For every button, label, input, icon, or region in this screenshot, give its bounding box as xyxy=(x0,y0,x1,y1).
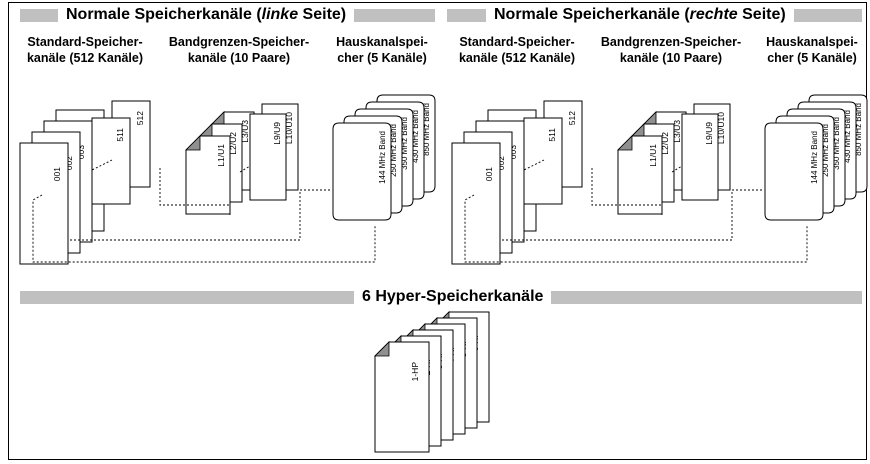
left-home-label: Hauskanalspei- cher (5 Kanäle) xyxy=(331,34,433,66)
left-band-edge-label: Bandgrenzen-Speicher- kanäle (10 Paare) xyxy=(164,34,314,66)
right-band-edge-near-card-label: L2/U2 xyxy=(660,132,670,155)
right-standard-near-card-label: 002 xyxy=(496,156,506,170)
right-band-edge-label-line2: kanäle (10 Paare) xyxy=(619,51,723,65)
right-home-label-line1: Hauskanalspei- xyxy=(766,35,858,49)
hyper-card: 1-HP xyxy=(374,341,430,453)
right-title-prefix: Normale Speicherkanäle ( xyxy=(494,6,690,23)
hyper-stack: 6-HP5-HP4-HP3-HP2-HP1-HP xyxy=(374,311,490,453)
left-standard-far-card-label: 512 xyxy=(135,111,145,125)
right-band-edge-far-card-label: L10/U10 xyxy=(716,112,726,144)
right-title-suffix: Seite) xyxy=(737,6,786,23)
left-standard-near-stack: 004003002001 xyxy=(19,109,105,265)
right-standard-far-card-label: 512 xyxy=(567,111,577,125)
right-home-card: 144 MHz Band xyxy=(764,122,824,221)
left-band-edge-gap-line xyxy=(239,165,251,173)
left-home-label-line2: cher (5 Kanäle) xyxy=(337,51,427,65)
right-band-edge-near-card: L1/U1 xyxy=(617,135,663,215)
right-band-connector xyxy=(502,189,764,241)
right-band-edge-label-line1: Bandgrenzen-Speicher- xyxy=(600,35,742,49)
right-standard-near-card-label: 001 xyxy=(484,167,494,181)
right-home-card-label: 850 MHz Band xyxy=(854,103,863,156)
left-title-prefix: Normale Speicherkanäle ( xyxy=(66,6,262,23)
right-title-emphasis: rechte xyxy=(689,6,738,23)
left-title-suffix: Seite) xyxy=(298,6,347,23)
left-band-connector xyxy=(70,189,332,241)
right-standard-label-line2: kanäle (512 Kanäle) xyxy=(458,51,576,65)
hyper-card-label: 1-HP xyxy=(410,362,420,382)
left-standard-label-line1: Standard-Speicher- xyxy=(27,35,143,49)
right-band-edge-near-card-label: L1/U1 xyxy=(648,144,658,167)
right-home-label-line2: cher (5 Kanäle) xyxy=(767,51,857,65)
hyper-section-title: 6 Hyper-Speicherkanäle xyxy=(354,289,552,305)
left-standard-near-card-label: 001 xyxy=(52,167,62,181)
left-stack-connector xyxy=(32,194,376,263)
right-far-connector xyxy=(591,168,663,215)
left-standard-label-line2: kanäle (512 Kanäle) xyxy=(26,51,144,65)
left-band-edge-near-card-label: L3/U3 xyxy=(240,120,250,143)
right-band-edge-near-card-label: L3/U3 xyxy=(672,120,682,143)
left-band-edge-near-card: L1/U1 xyxy=(185,135,231,215)
left-far-connector xyxy=(159,168,231,215)
left-standard-label: Standard-Speicher- kanäle (512 Kanäle) xyxy=(20,34,150,66)
right-section-title: Normale Speicherkanäle (rechte Seite) xyxy=(486,7,794,23)
left-standard-near-card: 001 xyxy=(19,142,69,265)
left-home-card-label: 850 MHz Band xyxy=(422,103,431,156)
right-stack-connector xyxy=(464,194,808,263)
right-standard-near-card-label: 003 xyxy=(508,145,518,159)
right-standard-near-card: 001 xyxy=(451,142,501,265)
left-home-card: 144 MHz Band xyxy=(332,122,392,221)
right-band-edge-gap-line xyxy=(671,165,683,173)
left-home-label-line1: Hauskanalspei- xyxy=(336,35,428,49)
left-band-edge-label-line2: kanäle (10 Paare) xyxy=(187,51,291,65)
left-band-edge-far-card-label: L9/U9 xyxy=(272,122,282,145)
right-standard-label-line1: Standard-Speicher- xyxy=(459,35,575,49)
left-section-title: Normale Speicherkanäle (linke Seite) xyxy=(58,6,355,23)
right-standard-near-stack: 004003002001 xyxy=(451,109,537,265)
left-home-card-label: 350 MHz Band xyxy=(400,117,409,170)
left-band-edge-near-card-label: L2/U2 xyxy=(228,132,238,155)
left-standard-far-card-label: 511 xyxy=(115,128,125,142)
right-home-card-label: 430 MHz Band xyxy=(843,110,852,163)
left-home-card-label: 430 MHz Band xyxy=(411,110,420,163)
right-band-edge-far-card: L9/U9 xyxy=(681,113,719,201)
left-band-edge-far-card: L9/U9 xyxy=(249,113,287,201)
right-band-edge-label: Bandgrenzen-Speicher- kanäle (10 Paare) xyxy=(596,34,746,66)
right-standard-far-card-label: 511 xyxy=(547,128,557,142)
left-home-card-label: 144 MHz Band xyxy=(378,131,387,184)
left-standard-near-card-label: 002 xyxy=(64,156,74,170)
left-band-edge-near-card-label: L1/U1 xyxy=(216,144,226,167)
right-home-card-label: 144 MHz Band xyxy=(810,131,819,184)
left-band-edge-label-line1: Bandgrenzen-Speicher- xyxy=(168,35,310,49)
left-band-edge-far-card-label: L10/U10 xyxy=(284,112,294,144)
right-home-card-label: 350 MHz Band xyxy=(832,117,841,170)
left-standard-near-card-label: 003 xyxy=(76,145,86,159)
right-standard-label: Standard-Speicher- kanäle (512 Kanäle) xyxy=(452,34,582,66)
right-band-edge-far-card-label: L9/U9 xyxy=(704,122,714,145)
left-title-emphasis: linke xyxy=(261,6,299,23)
right-home-label: Hauskanalspei- cher (5 Kanäle) xyxy=(761,34,863,66)
right-home-card-label: 250 MHz Band xyxy=(821,124,830,177)
left-home-card-label: 250 MHz Band xyxy=(389,124,398,177)
